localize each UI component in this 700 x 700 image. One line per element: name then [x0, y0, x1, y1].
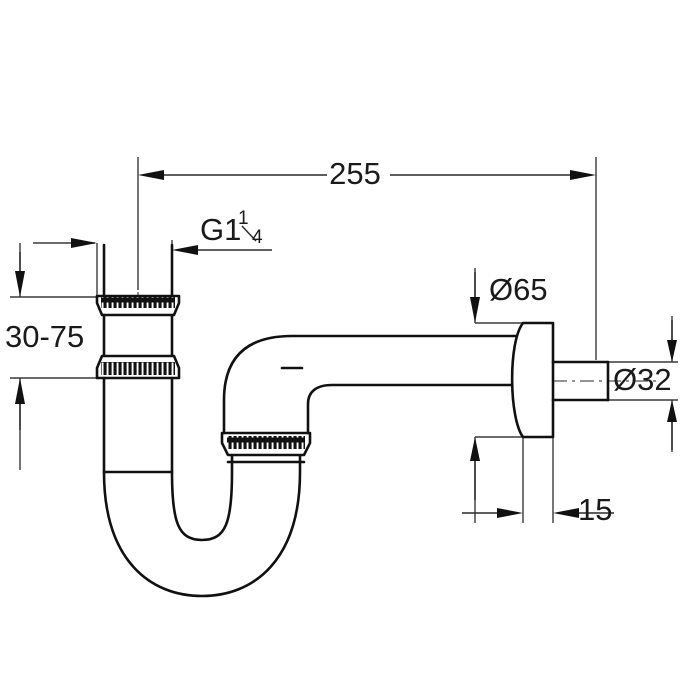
dimension-30-75: 30-75 — [5, 238, 97, 430]
wall-flange — [510, 321, 555, 439]
lower-coupling-nut — [95, 354, 181, 380]
dimension-diameter-32-label: Ø32 — [613, 362, 672, 397]
lower-nut-knurl — [101, 362, 175, 375]
dimension-15: 15 — [462, 437, 614, 527]
dimension-255: 255 — [138, 156, 596, 191]
dimension-diameter-65-label: Ø65 — [489, 272, 548, 307]
upper-coupling-nut — [95, 294, 181, 317]
dimension-diameter-32: Ø32 — [613, 320, 677, 450]
thread-fraction-denominator: 4 — [252, 227, 263, 248]
telescopic-sleeve — [102, 313, 174, 358]
dimension-diameter-65: Ø65 — [470, 272, 548, 323]
inlet-pipe — [102, 243, 174, 298]
thread-fraction-numerator: 1 — [238, 208, 249, 229]
arm-coupling-nut — [220, 431, 312, 464]
dimension-30-75-label: 30-75 — [5, 319, 84, 354]
dimension-255-label: 255 — [329, 156, 381, 191]
u-bend — [102, 376, 302, 598]
arm-nut-knurl — [227, 436, 305, 449]
callout-g114: G1 1 4 — [172, 208, 272, 255]
outlet-arm — [222, 334, 525, 435]
dimension-15-label: 15 — [578, 492, 612, 527]
upper-nut-knurl — [101, 297, 175, 308]
center-lines — [137, 157, 660, 382]
outlet-spigot — [551, 360, 610, 402]
thread-callout-label: G1 — [200, 212, 241, 247]
